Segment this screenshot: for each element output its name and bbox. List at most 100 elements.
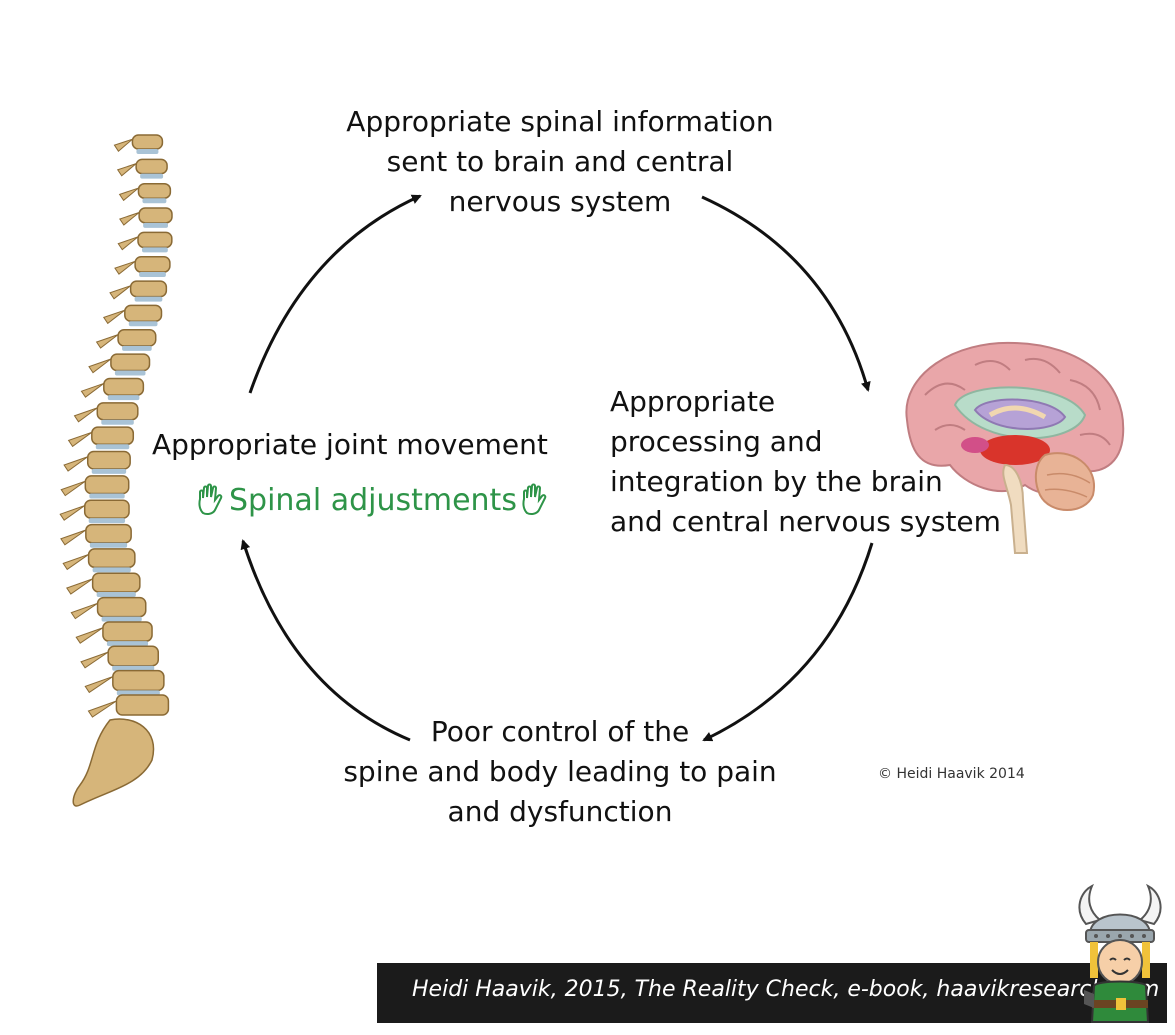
spinous-process: [59, 505, 85, 521]
vertebra: [87, 548, 136, 569]
spinous-process: [88, 358, 112, 374]
spinous-process: [70, 602, 98, 620]
node-top: Appropriate spinal information sent to b…: [330, 102, 790, 222]
intervertebral-disc: [91, 468, 127, 474]
vertebra: [115, 694, 170, 716]
spinous-process: [80, 651, 109, 669]
intervertebral-disc: [92, 567, 131, 573]
spinous-process: [113, 138, 133, 152]
intervertebral-disc: [89, 542, 128, 548]
node-top-line-1: Appropriate spinal information: [346, 105, 774, 138]
vertebra: [134, 255, 171, 273]
spinous-process: [60, 529, 87, 546]
node-right: Appropriate processing and integration b…: [610, 382, 1010, 542]
intervertebral-disc: [107, 395, 140, 401]
intervertebral-disc: [88, 518, 126, 524]
spinous-process: [75, 627, 104, 644]
spinous-process: [109, 285, 131, 300]
spinous-process: [66, 578, 93, 595]
copyright-note: © Heidi Haavik 2014: [878, 766, 1025, 782]
spinous-process: [102, 309, 126, 325]
vertebra: [112, 669, 165, 692]
spinous-process: [118, 187, 139, 202]
intervertebral-disc: [140, 173, 164, 179]
node-right-line-3: integration by the brain: [610, 465, 943, 498]
arrow-top-to-right: [701, 195, 871, 392]
intervertebral-disc: [89, 493, 125, 499]
intervertebral-disc: [128, 321, 158, 327]
node-bottom-line-1: Poor control of the: [430, 715, 690, 748]
vertebra: [84, 475, 130, 495]
intervertebral-disc: [122, 345, 152, 351]
spinous-process: [119, 212, 140, 226]
hand-icon: [522, 483, 547, 515]
intervertebral-disc: [116, 690, 160, 696]
vertebra: [137, 182, 172, 199]
spinous-process: [67, 431, 93, 448]
spinous-process: [80, 382, 105, 398]
spinous-process: [63, 456, 89, 472]
arrow-right-to-bottom: [702, 542, 874, 742]
vertebra: [85, 523, 132, 544]
intervertebral-disc: [101, 419, 134, 425]
arrow-left-to-top: [248, 194, 422, 394]
intervertebral-disc: [142, 247, 168, 253]
intervertebral-disc: [136, 149, 159, 154]
arrow-bottom-to-left: [240, 539, 411, 742]
node-top-line-3: nervous system: [448, 185, 672, 218]
vertebra: [107, 645, 160, 667]
vertebra: [91, 572, 141, 593]
node-bottom-line-3: and dysfunction: [447, 795, 673, 828]
spine-illustration: [59, 134, 173, 807]
node-right-line-1: Appropriate: [610, 385, 776, 418]
spinous-process: [87, 700, 117, 718]
vertebra: [96, 596, 147, 618]
node-right-line-4: and central nervous system: [610, 505, 1001, 538]
intervertebral-disc: [142, 198, 167, 204]
node-right-line-2: processing and: [610, 425, 823, 458]
vertebra: [131, 134, 164, 150]
vertebra: [124, 304, 163, 323]
vertebra: [110, 353, 151, 372]
vertebra: [86, 450, 131, 470]
spinous-process: [114, 260, 136, 275]
viking-mascot: [1078, 883, 1162, 1023]
intervertebral-disc: [143, 222, 168, 228]
node-bottom-line-2: spine and body leading to pain: [343, 755, 777, 788]
spinous-process: [117, 236, 139, 251]
sacrum: [72, 718, 155, 807]
vertebra: [96, 402, 139, 421]
citation-banner: [377, 963, 1167, 1023]
node-left: Appropriate joint movement: [152, 425, 572, 465]
vertebra: [102, 621, 153, 642]
spinous-process: [73, 407, 98, 423]
vertebra: [103, 377, 145, 396]
vertebra: [91, 426, 135, 446]
brain-illustration: [905, 341, 1125, 554]
node-top-line-2: sent to brain and central: [386, 145, 734, 178]
node-left-label: Appropriate joint movement: [152, 428, 548, 461]
vertebra: [83, 499, 130, 519]
vertebra: [137, 231, 173, 249]
vertebra: [117, 329, 157, 347]
intervention-text: Spinal adjustments: [229, 482, 517, 518]
hand-icon: [198, 483, 223, 515]
spinous-process: [116, 163, 137, 177]
intervertebral-disc: [101, 616, 142, 622]
vertebra: [138, 207, 173, 224]
intervertebral-disc: [96, 591, 136, 597]
intervertebral-disc: [95, 444, 130, 450]
intervertebral-disc: [134, 296, 163, 302]
intervertebral-disc: [139, 272, 166, 278]
citation-text: Heidi Haavik, 2015, The Reality Check, e…: [412, 977, 1160, 1002]
spinous-process: [60, 480, 86, 497]
spinous-process: [84, 676, 114, 694]
intervertebral-disc: [106, 641, 149, 647]
spinous-process: [62, 553, 89, 571]
spinous-process: [95, 334, 119, 349]
vertebra: [135, 158, 168, 175]
intervention-label: Spinal adjustments: [196, 480, 556, 520]
vertebra: [129, 280, 168, 298]
